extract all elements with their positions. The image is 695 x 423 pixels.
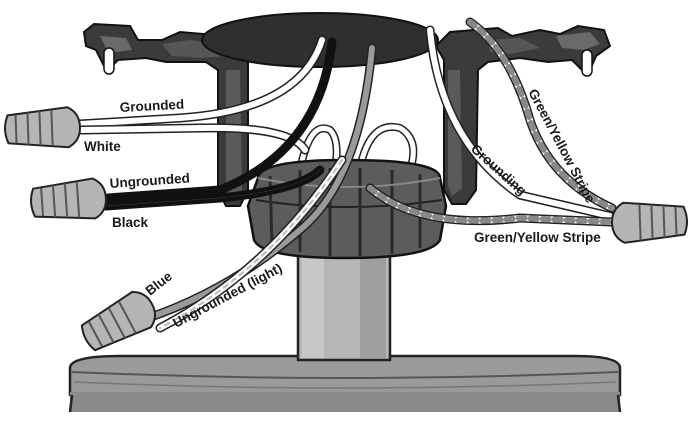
label-ungrounded: Ungrounded — [109, 170, 190, 191]
wire-nut-blue — [80, 291, 157, 352]
wire-nut-grounded — [4, 106, 81, 149]
black-wire — [103, 37, 337, 203]
wire-nut-ground — [611, 201, 688, 244]
wire-nut-ungrounded — [30, 177, 107, 220]
label-grounded: Grounded — [119, 97, 184, 115]
label-blue: Blue — [143, 268, 176, 298]
fan-canopy — [68, 354, 622, 413]
downrod — [296, 248, 392, 362]
wires-front — [75, 17, 617, 333]
label-black: Black — [112, 215, 149, 230]
label-green-yellow-stripe-wire: Green/Yellow Stripe — [525, 86, 598, 205]
label-ungrounded-light: Ungrounded (light) — [170, 260, 284, 330]
label-green-yellow-stripe-nut: Green/Yellow Stripe — [474, 230, 601, 245]
label-white: White — [84, 139, 121, 154]
